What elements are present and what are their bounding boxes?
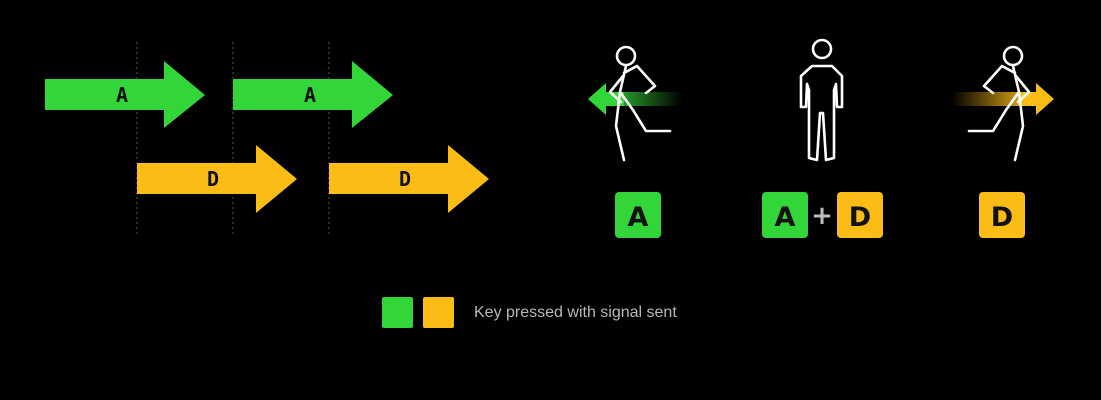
arrow-label: D <box>399 167 411 191</box>
legend-swatch-green <box>382 297 413 328</box>
key-cap-label: A <box>628 202 649 233</box>
key-cap-d: D <box>979 192 1025 238</box>
key-cap-d: D <box>837 192 883 238</box>
state-move-right: D <box>952 45 1054 238</box>
key-cap-bg <box>837 192 883 238</box>
plus-separator: + <box>811 201 833 231</box>
state-move-left: A <box>588 45 682 238</box>
timeline-guides <box>136 42 330 235</box>
arrow-left-icon <box>588 83 624 115</box>
standing-figure-icon <box>799 38 844 162</box>
key-cap-a: A <box>615 192 661 238</box>
arrow-label: A <box>116 83 128 107</box>
arrow-d-2: D <box>329 145 489 213</box>
key-cap-bg <box>762 192 808 238</box>
trail-right <box>952 92 1034 106</box>
key-cap-bg <box>615 192 661 238</box>
timeline-arrows: A A D D <box>45 61 489 213</box>
arrow-right-shape <box>137 145 297 213</box>
arrow-a-1: A <box>45 61 205 128</box>
running-left-figure-icon <box>608 45 672 162</box>
arrow-a-2: A <box>233 61 393 128</box>
state-standing: A + D <box>762 38 883 238</box>
legend: Key pressed with signal sent <box>382 297 677 328</box>
key-cap-label: A <box>775 202 796 233</box>
arrow-right-shape <box>233 61 393 128</box>
legend-label: Key pressed with signal sent <box>474 304 677 321</box>
key-cap-label: D <box>991 202 1013 233</box>
key-cap-bg <box>979 192 1025 238</box>
key-cap-a: A <box>762 192 808 238</box>
arrow-right-icon <box>1018 83 1054 115</box>
arrow-right-shape <box>329 145 489 213</box>
arrow-d-1: D <box>137 145 297 213</box>
arrow-label: D <box>207 167 219 191</box>
key-cap-label: D <box>849 202 871 233</box>
legend-swatch-yellow <box>423 297 454 328</box>
arrow-right-shape <box>45 61 205 128</box>
arrow-label: A <box>304 83 316 107</box>
running-right-figure-icon <box>967 45 1031 162</box>
